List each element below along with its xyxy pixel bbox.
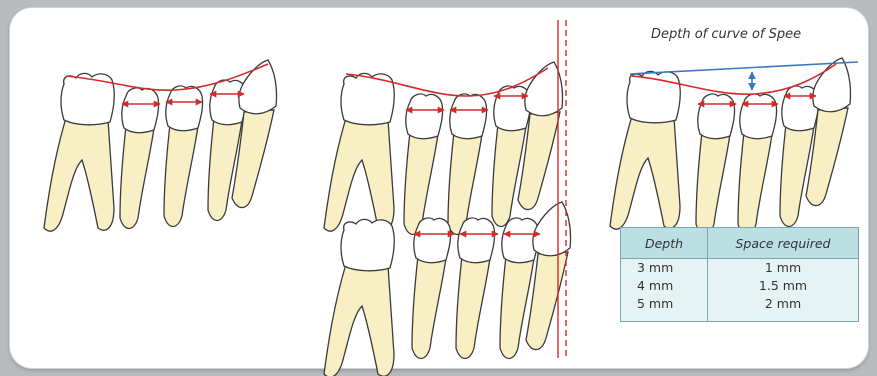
tooth-row-initial [44,60,277,231]
tooth-row-middle-bottom-leveled [324,202,571,376]
table-cell-space: 2 mm [708,295,859,322]
table-header-row: Depth Space required [621,228,859,259]
column-header-space-required: Space required [708,228,859,259]
table-cell-space: 1 mm [708,259,859,278]
table-row: 3 mm 1 mm [621,259,859,278]
space-required-table: Depth Space required 3 mm 1 mm 4 mm 1.5 … [620,227,859,322]
table-row: 4 mm 1.5 mm [621,277,859,295]
table-cell-space: 1.5 mm [708,277,859,295]
table-row: 5 mm 2 mm [621,295,859,322]
table-cell-depth: 3 mm [621,259,708,278]
column-header-depth: Depth [621,228,708,259]
table-cell-depth: 4 mm [621,277,708,295]
table-cell-depth: 5 mm [621,295,708,322]
tooth-row-middle-top [324,62,563,235]
figure-caption: Depth of curve of Spee [651,27,801,42]
tooth-row-depth-measurement: Depth of curve of Spee [610,27,858,235]
